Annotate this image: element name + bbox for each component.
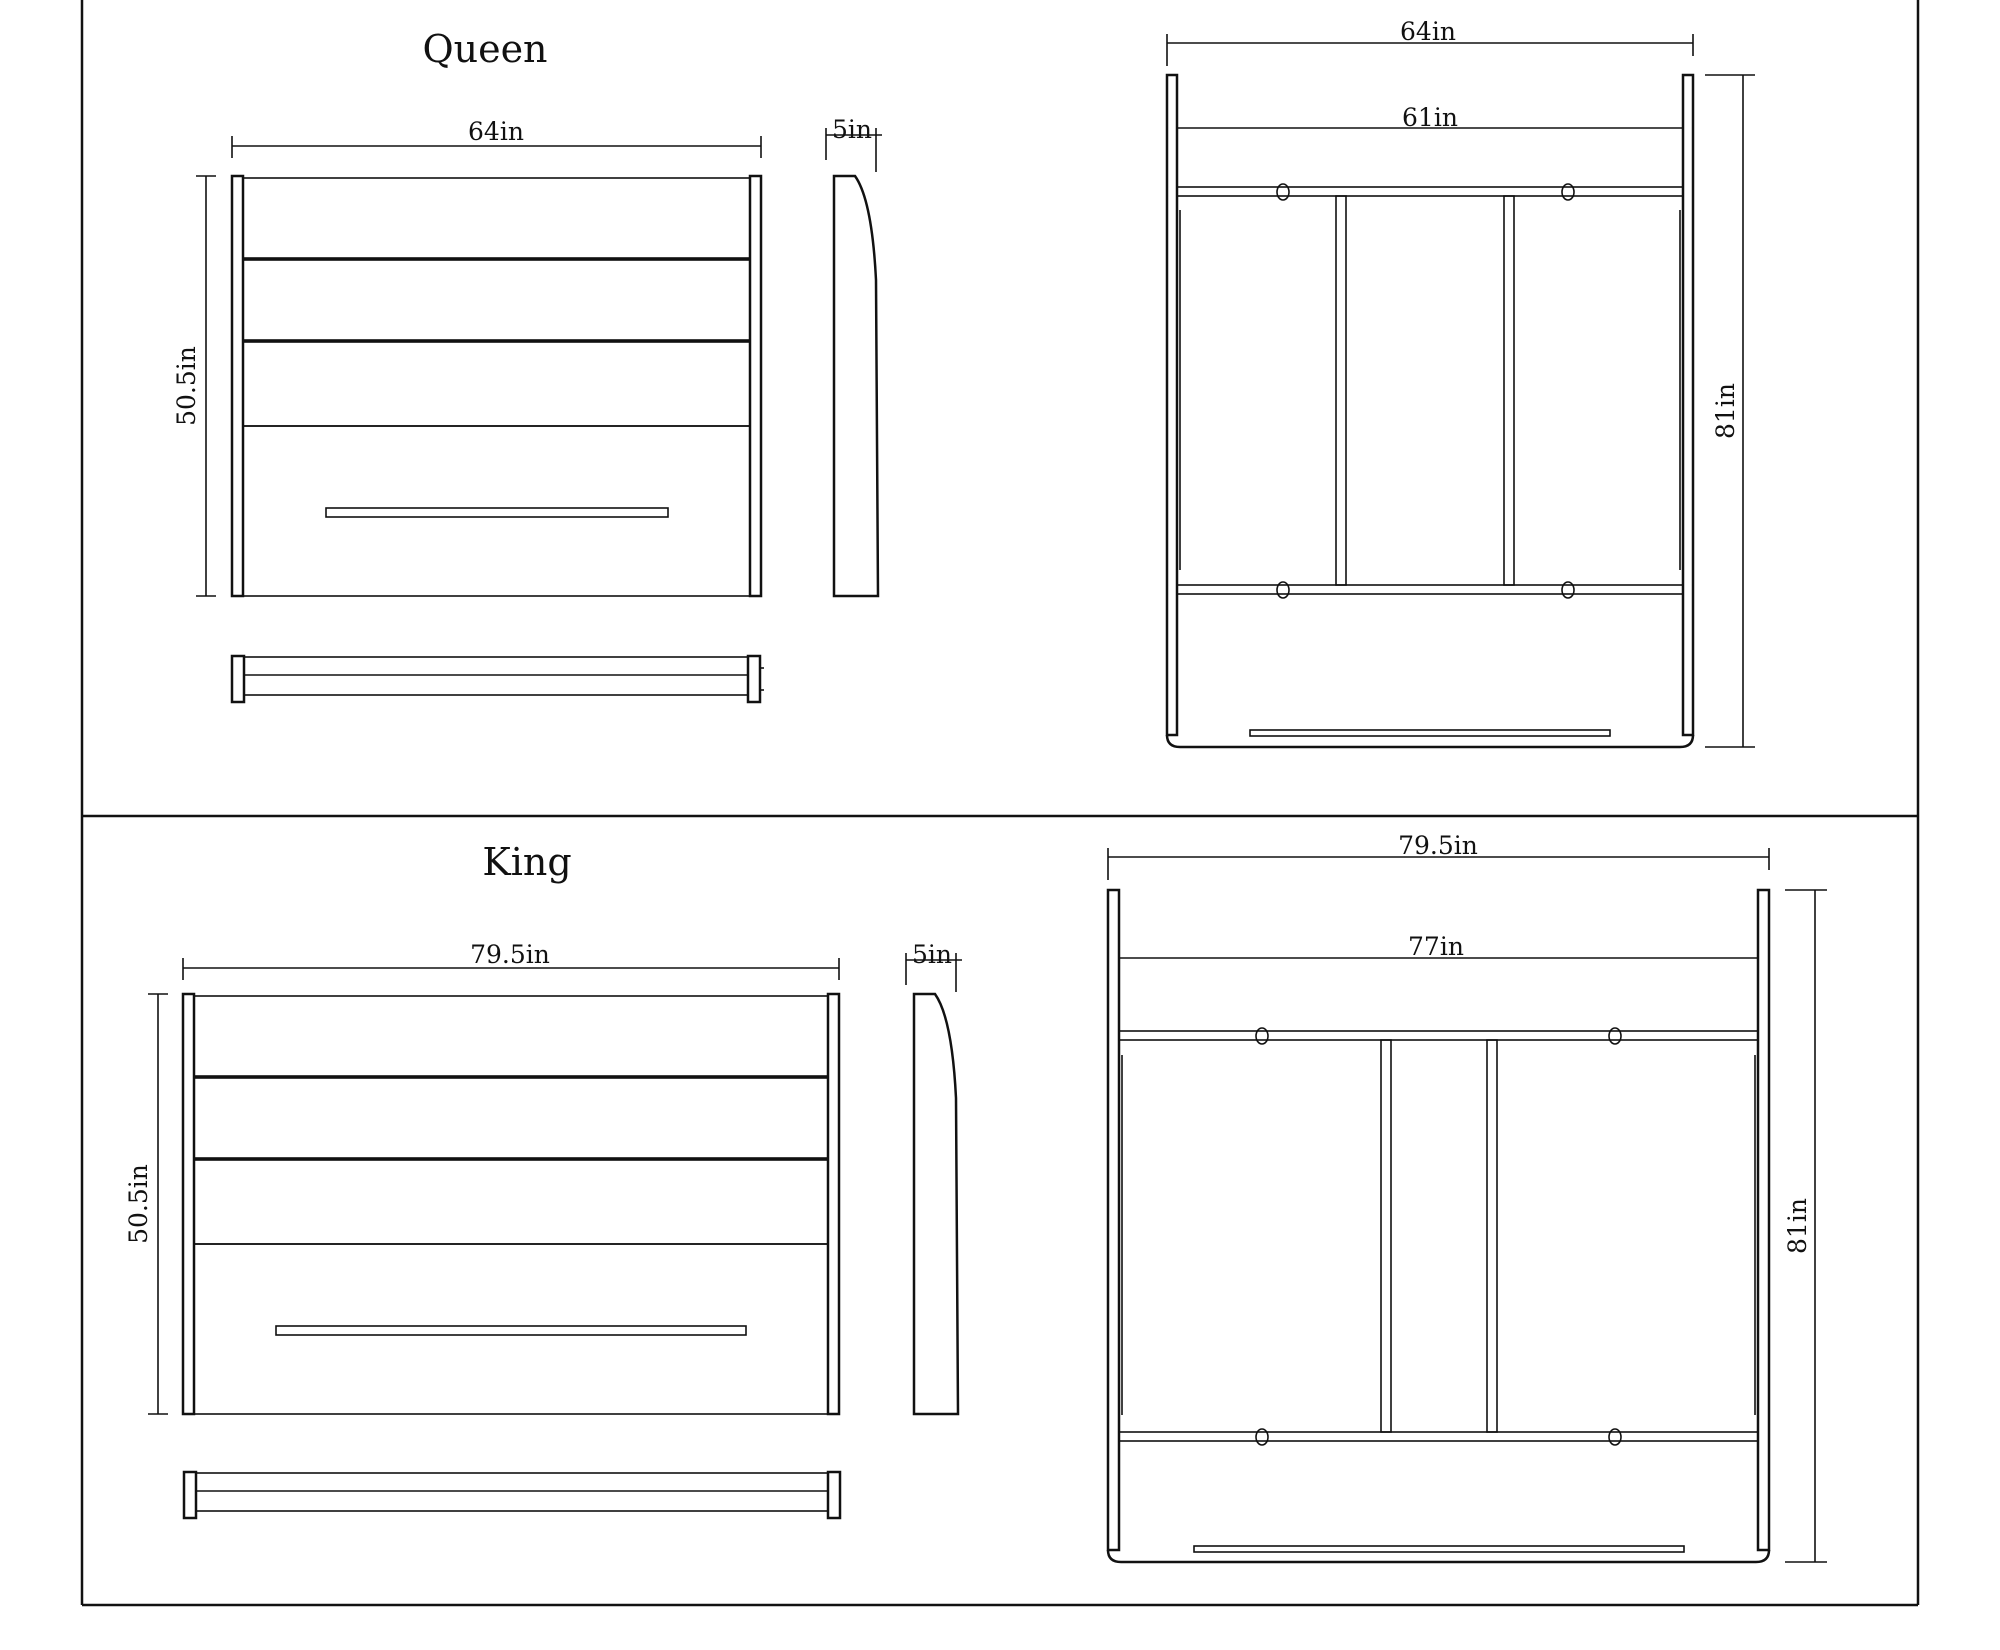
queen-frame-top-view xyxy=(1165,73,1695,749)
king-frame-footboard xyxy=(1193,1545,1685,1553)
king-frame-inner-width-label: 77in xyxy=(1408,932,1464,961)
queen-headboard-right-post xyxy=(748,174,763,598)
king-title: King xyxy=(482,840,571,884)
queen-frame-slat-left xyxy=(1335,195,1347,586)
queen-headboard-panel-1 xyxy=(242,177,751,259)
king-headboard-left-post xyxy=(181,992,196,1416)
queen-headboard-width-label: 64in xyxy=(468,117,524,146)
king-section: King 79.5in 50.5in xyxy=(124,831,1827,1564)
queen-frame-inner-width-label: 61in xyxy=(1402,103,1458,132)
queen-frame-crossbar-bottom xyxy=(1176,584,1684,595)
queen-frame-slat-right xyxy=(1503,195,1515,586)
queen-frame-footboard xyxy=(1249,729,1611,737)
queen-headboard-side-profile: 5in xyxy=(825,115,882,598)
king-frame-outer-width-label: 79.5in xyxy=(1398,831,1478,860)
king-headboard-panel-1 xyxy=(193,995,829,1077)
king-headboard-width-dim: 79.5in xyxy=(182,940,840,980)
queen-headboard-panel-2 xyxy=(242,259,751,341)
king-frame-right-rail xyxy=(1756,888,1771,1552)
king-frame-crossbar-bottom xyxy=(1118,1431,1759,1442)
queen-headboard-height-dim: 50.5in xyxy=(172,175,216,597)
queen-headboard-trim xyxy=(325,507,669,518)
queen-headboard-lower-board xyxy=(242,425,751,597)
queen-frame-crossbar-top xyxy=(1176,186,1684,197)
queen-headboard-height-label: 50.5in xyxy=(172,346,201,426)
king-headboard-front xyxy=(181,992,841,1416)
king-headboard-lower-board xyxy=(193,1243,829,1415)
queen-frame-outer-width-label: 64in xyxy=(1400,17,1456,46)
king-frame-length-dim: 81in xyxy=(1783,889,1827,1563)
king-headboard-right-post xyxy=(826,992,841,1416)
queen-frame-right-rail xyxy=(1681,73,1695,737)
queen-headboard-top-view xyxy=(230,654,764,704)
king-frame-outer-width-dim: 79.5in xyxy=(1107,831,1770,880)
queen-frame-left-rail xyxy=(1165,73,1179,737)
king-headboard-panel-3 xyxy=(193,1159,829,1245)
king-frame-crossbar-top xyxy=(1118,1030,1759,1041)
queen-title: Queen xyxy=(422,27,547,71)
king-headboard-top-view xyxy=(182,1470,842,1520)
king-headboard-side-profile: 5in xyxy=(905,940,962,1416)
king-headboard-width-label: 79.5in xyxy=(470,940,550,969)
queen-frame-outer-width-dim: 64in xyxy=(1166,17,1694,66)
sheet-border xyxy=(80,0,1920,1607)
king-side-depth-label: 5in xyxy=(912,940,952,969)
king-headboard-height-label: 50.5in xyxy=(124,1164,153,1244)
queen-headboard-width-dim: 64in xyxy=(231,117,762,158)
queen-section: Queen 64in 50.5in xyxy=(172,17,1755,749)
king-headboard-trim xyxy=(275,1325,747,1336)
king-frame-inner-width-dim: 77in xyxy=(1119,932,1758,961)
king-headboard-panel-2 xyxy=(193,1077,829,1159)
king-frame-top-view xyxy=(1106,888,1771,1564)
king-frame-slat-right xyxy=(1486,1039,1498,1433)
king-frame-slat-left xyxy=(1380,1039,1392,1433)
king-frame-length-label: 81in xyxy=(1783,1198,1812,1254)
queen-headboard-panel-3 xyxy=(242,341,751,427)
queen-frame-inner-width-dim: 61in xyxy=(1177,103,1683,132)
queen-headboard-left-post xyxy=(230,174,245,598)
queen-frame-length-label: 81in xyxy=(1711,383,1740,439)
queen-side-depth-label: 5in xyxy=(832,115,872,144)
king-frame-left-rail xyxy=(1106,888,1121,1552)
queen-frame-length-dim: 81in xyxy=(1705,74,1755,748)
king-headboard-height-dim: 50.5in xyxy=(124,993,168,1415)
queen-headboard-front xyxy=(230,174,763,598)
